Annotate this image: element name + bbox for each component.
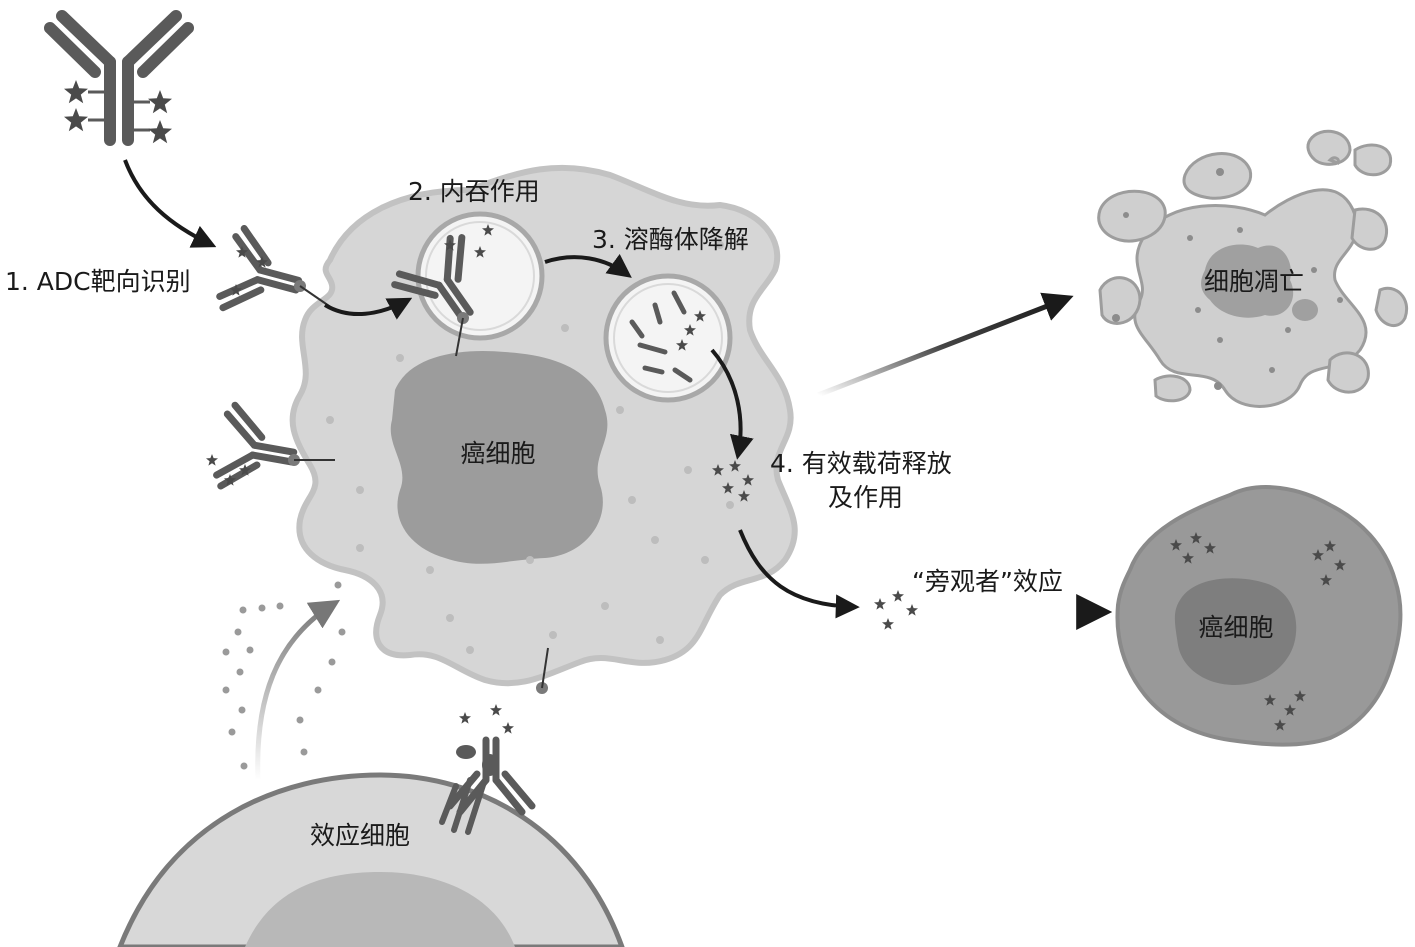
- label-step4-line2: 及作用: [828, 483, 903, 512]
- cell-dots: [326, 241, 734, 654]
- cytokine-dots: [222, 581, 346, 770]
- arrow-lysosome: [544, 253, 632, 278]
- label-main-cancer-cell: 癌细胞: [460, 439, 535, 468]
- arrow-payload-release: [710, 348, 754, 460]
- label-step2: 2. 内吞作用: [408, 177, 540, 206]
- apoptotic-nucleus: [1201, 244, 1318, 321]
- label-secondary-cancer-cell: 癌细胞: [1198, 613, 1273, 642]
- arrow-targeting: [123, 159, 217, 248]
- arrow-bystander-out: [738, 529, 860, 619]
- label-step4-line1: 4. 有效载荷释放: [770, 449, 952, 478]
- bound-adc-2: [206, 404, 335, 497]
- label-step1: 1. ADC靶向识别: [5, 267, 191, 296]
- label-step3: 3. 溶酶体降解: [592, 225, 749, 254]
- main-cancer-cell: [289, 164, 798, 687]
- label-effector-cell: 效应细胞: [310, 821, 410, 850]
- free-adc-antibody: [44, 10, 194, 146]
- apoptotic-dots: [1112, 168, 1343, 390]
- label-apoptosis: 细胞凋亡: [1204, 267, 1304, 296]
- endosome-vesicle: [391, 211, 545, 357]
- arrow-cytokine: [255, 599, 341, 781]
- bystander-cancer-cell: [1115, 485, 1403, 747]
- arrow-endocytosis: [323, 297, 413, 320]
- bridging-adc: [450, 647, 549, 812]
- label-bystander: “旁观者”效应: [912, 567, 1063, 596]
- arrow-to-apoptosis: [817, 292, 1074, 398]
- lysosome-vesicle: [603, 273, 733, 403]
